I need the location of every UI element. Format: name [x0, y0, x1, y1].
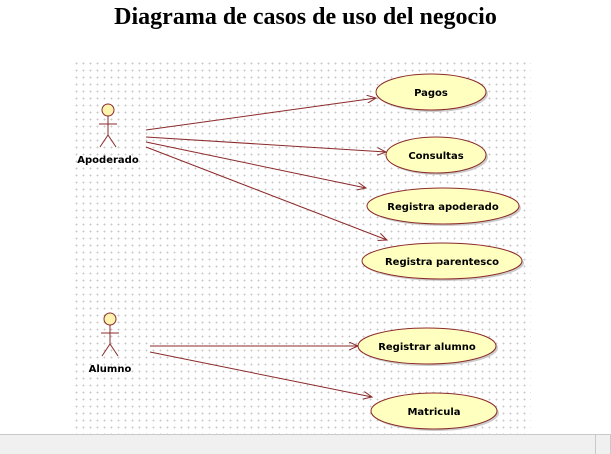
use-case-ellipse[interactable]	[385, 136, 487, 174]
use-case-registra-apoderado[interactable]: Registra apoderado	[366, 187, 521, 226]
use-case-consultas[interactable]: Consultas	[385, 136, 488, 175]
status-bar-segment	[0, 435, 596, 454]
use-case-label: Consultas	[408, 151, 463, 162]
use-case-registrar-alumno[interactable]: Registrar alumno	[357, 327, 498, 366]
use-case-registra-parentesco[interactable]: Registra parentesco	[361, 242, 524, 281]
use-case-ellipse[interactable]	[370, 392, 498, 430]
associations	[145, 98, 387, 397]
actor-right-leg	[107, 134, 117, 148]
association-alumno-matricula[interactable]	[149, 351, 372, 397]
association-apoderado-consultas[interactable]	[145, 136, 386, 152]
association-apoderado-registra_parentesco[interactable]	[145, 146, 387, 240]
use-case-label: Matricula	[407, 407, 460, 418]
status-bar	[0, 434, 611, 454]
use-case-ellipse[interactable]	[366, 187, 520, 225]
use-case-label: Registrar alumno	[378, 342, 476, 353]
status-bar-segment	[596, 435, 611, 454]
actor-apoderado[interactable]: Apoderado	[77, 103, 139, 166]
actor-head	[101, 103, 115, 117]
use-case-ellipse[interactable]	[375, 73, 487, 111]
actor-left-leg	[99, 134, 109, 148]
use-case-label: Registra parentesco	[385, 257, 499, 268]
diagram-title: Diagrama de casos de uso del negocio	[114, 4, 497, 30]
actor-head	[103, 312, 117, 326]
association-apoderado-registra_apoderado[interactable]	[145, 141, 366, 188]
actor-label: Apoderado	[77, 155, 139, 166]
use-case-pagos[interactable]: Pagos	[375, 73, 488, 112]
use-case-matricula[interactable]: Matricula	[370, 392, 499, 431]
use-case-label: Registra apoderado	[387, 202, 499, 213]
actor-alumno[interactable]: Alumno	[89, 312, 132, 375]
actor-left-leg	[101, 343, 111, 357]
association-apoderado-pagos[interactable]	[145, 98, 376, 131]
use-case-ellipse[interactable]	[357, 327, 497, 365]
use-case-ellipse[interactable]	[361, 242, 523, 280]
use-case-label: Pagos	[414, 88, 448, 99]
actor-label: Alumno	[89, 364, 132, 375]
actor-right-leg	[109, 343, 119, 357]
